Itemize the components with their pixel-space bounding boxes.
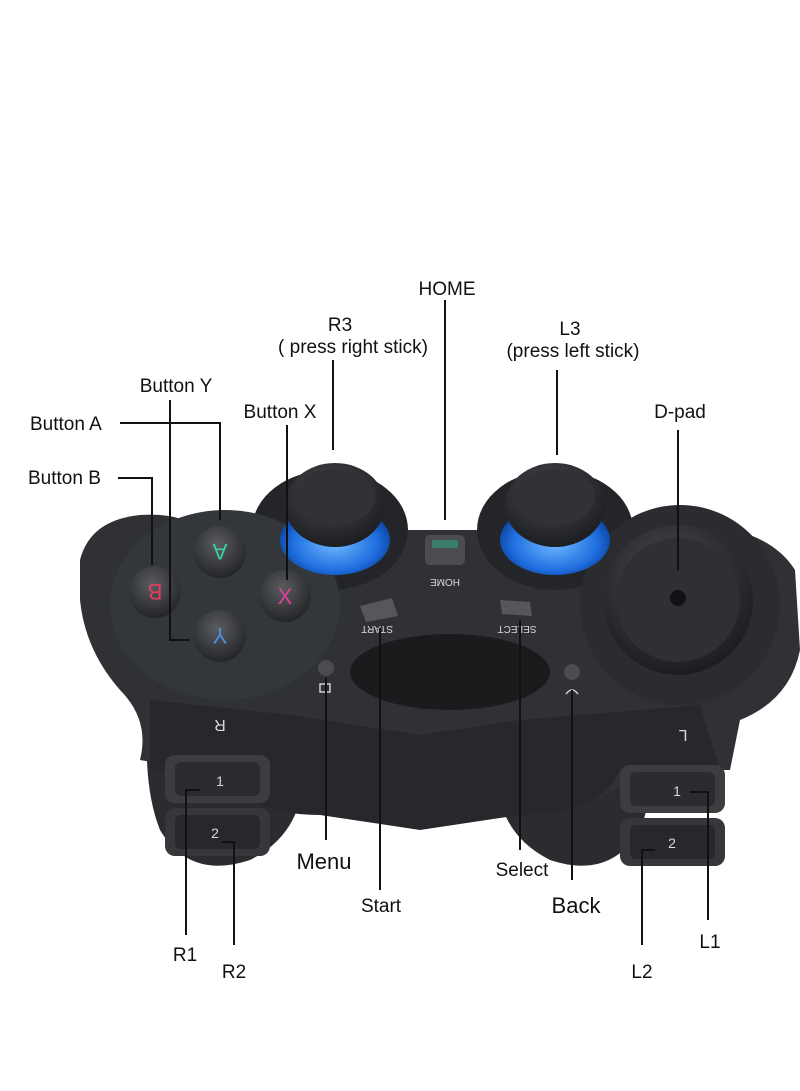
label-r1: R1 bbox=[173, 945, 197, 966]
home-print: HOME bbox=[430, 576, 460, 587]
face-button-a-glyph: A bbox=[212, 539, 227, 564]
r2-print: 2 bbox=[211, 825, 219, 841]
label-l3-title: L3 bbox=[559, 319, 580, 340]
select-button[interactable]: SELECT bbox=[498, 600, 537, 634]
label-menu: Menu bbox=[296, 849, 351, 874]
label-button-x: Button X bbox=[244, 402, 317, 423]
l2-print: 2 bbox=[668, 835, 676, 851]
start-button[interactable]: START bbox=[360, 598, 398, 634]
label-l2: L2 bbox=[631, 962, 652, 983]
label-dpad: D-pad bbox=[654, 402, 706, 423]
dpad-disk[interactable] bbox=[603, 525, 753, 675]
r2-trigger[interactable]: 2 bbox=[165, 808, 270, 856]
label-back: Back bbox=[552, 893, 602, 918]
label-button-y: Button Y bbox=[140, 376, 213, 397]
r-side-print: R bbox=[214, 716, 226, 733]
face-button-b-glyph: B bbox=[148, 579, 163, 604]
right-analog-stick[interactable] bbox=[280, 463, 390, 575]
label-l1: L1 bbox=[699, 932, 720, 953]
left-analog-stick[interactable] bbox=[500, 463, 610, 575]
l2-trigger[interactable]: 2 bbox=[620, 818, 725, 866]
callout-lines bbox=[118, 300, 709, 945]
r1-bumper[interactable]: 1 bbox=[165, 755, 270, 803]
l1-print: 1 bbox=[673, 783, 681, 799]
face-button-x-glyph: X bbox=[278, 584, 293, 609]
l-side-print: L bbox=[678, 726, 687, 743]
label-r3-title: R3 bbox=[328, 315, 352, 336]
r1-print: 1 bbox=[216, 773, 224, 789]
l1-bumper[interactable]: 1 bbox=[620, 765, 725, 813]
label-l3-note: (press left stick) bbox=[506, 341, 639, 362]
home-button[interactable]: HOME bbox=[425, 535, 465, 587]
label-button-a: Button A bbox=[30, 414, 102, 435]
face-button-b[interactable]: B bbox=[129, 566, 181, 618]
face-button-y-glyph: Y bbox=[212, 623, 227, 648]
select-print: SELECT bbox=[498, 623, 537, 634]
label-r3-note: ( press right stick) bbox=[278, 337, 428, 358]
face-button-a[interactable]: A bbox=[194, 526, 246, 578]
label-select: Select bbox=[496, 860, 550, 881]
label-start: Start bbox=[361, 896, 402, 917]
label-r2: R2 bbox=[222, 962, 246, 983]
face-button-y[interactable]: Y bbox=[194, 610, 246, 662]
start-print: START bbox=[361, 623, 393, 634]
label-button-b: Button B bbox=[28, 468, 101, 489]
label-home: HOME bbox=[419, 279, 476, 300]
face-button-x[interactable]: X bbox=[259, 570, 311, 622]
